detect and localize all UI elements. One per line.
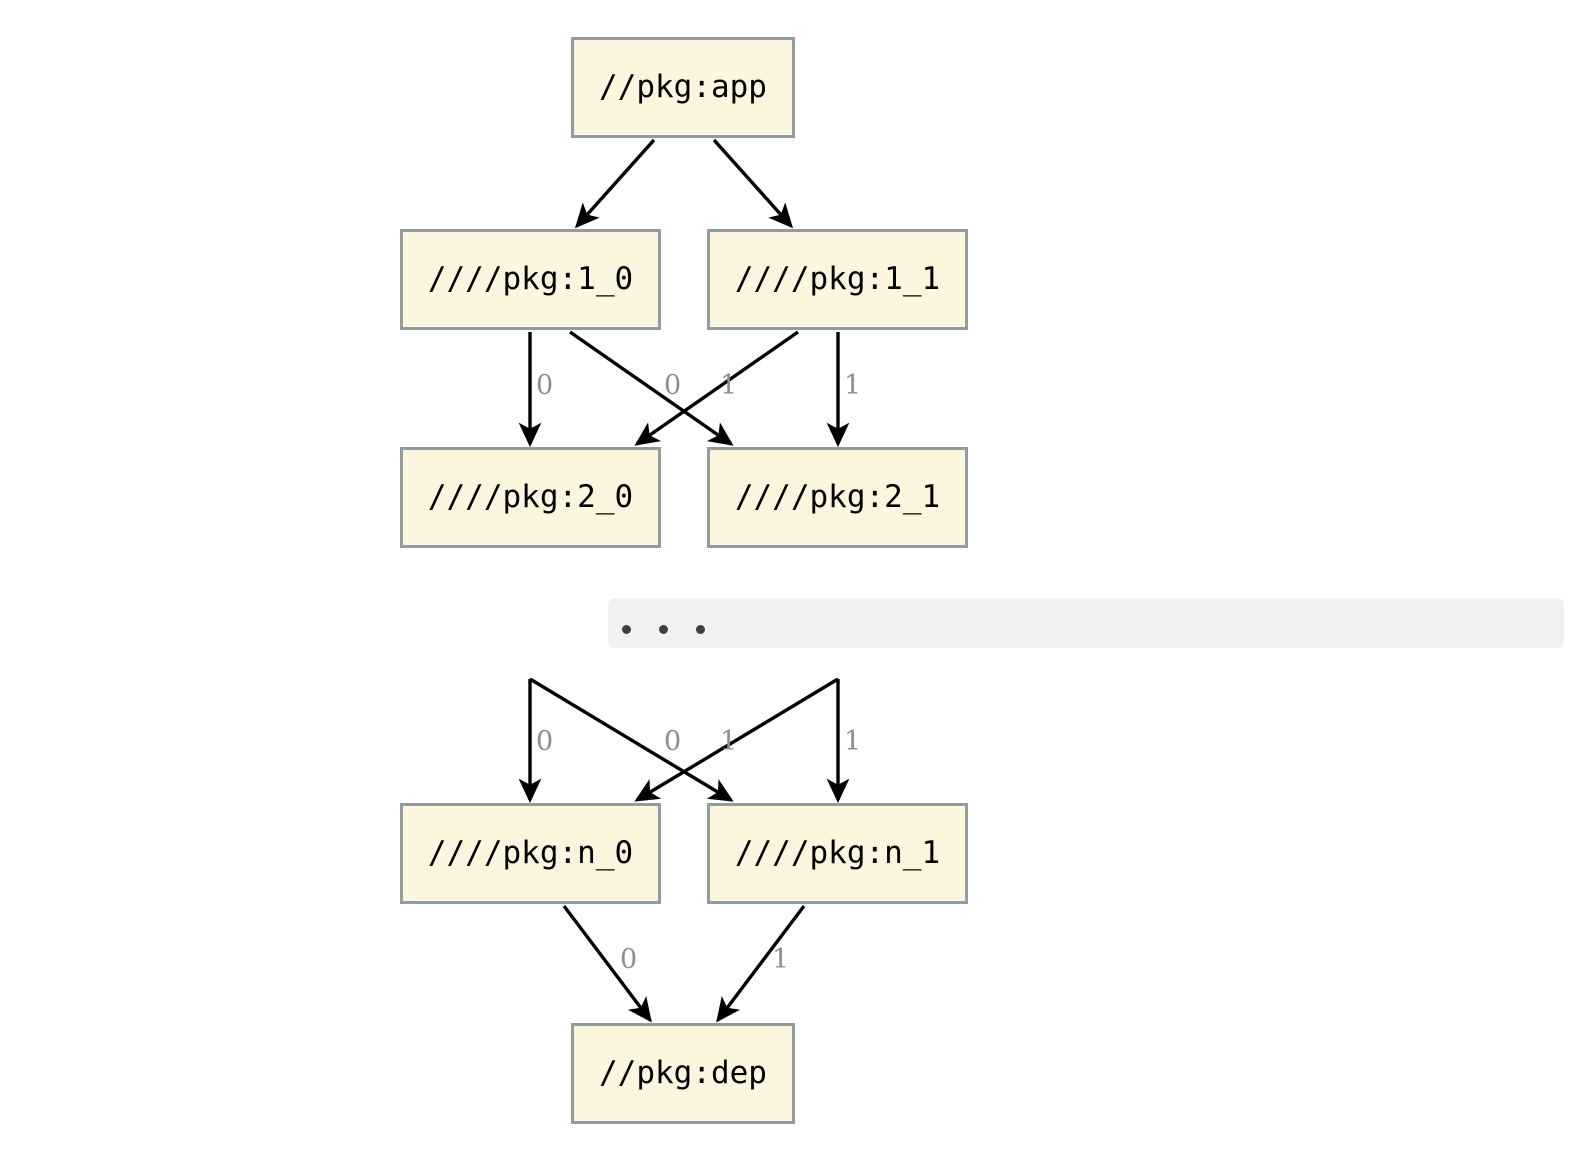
node-n2_1[interactable]: ////pkg:2_1 bbox=[707, 447, 968, 548]
ellipsis-dot bbox=[696, 625, 705, 634]
node-label: //pkg:dep bbox=[599, 1055, 767, 1091]
ellipsis-dot bbox=[659, 625, 668, 634]
edge-label: 1 bbox=[772, 944, 790, 975]
edge-app-to-n1_1 bbox=[712, 138, 794, 229]
edge-label: 0 bbox=[536, 370, 554, 401]
edge-n1_1-to-n2_0 bbox=[634, 330, 799, 446]
node-nn_1[interactable]: ////pkg:n_1 bbox=[707, 803, 968, 904]
node-label: ////pkg:1_0 bbox=[427, 261, 634, 297]
edge-app-to-n1_0 bbox=[574, 138, 656, 229]
ellipsis-separator bbox=[608, 598, 1564, 648]
node-label: //pkg:app bbox=[599, 69, 767, 105]
node-app[interactable]: //pkg:app bbox=[571, 37, 795, 138]
edge-label: 1 bbox=[720, 726, 738, 757]
node-label: ////pkg:n_1 bbox=[734, 835, 941, 871]
ellipsis-dot bbox=[622, 625, 631, 634]
edge-label: 1 bbox=[844, 726, 862, 757]
edge-n1_0-to-n2_1 bbox=[569, 330, 734, 446]
edge-nn_1-to-dep bbox=[716, 904, 806, 1023]
node-n2_0[interactable]: ////pkg:2_0 bbox=[400, 447, 661, 548]
edge-label: 0 bbox=[664, 370, 682, 401]
node-n1_1[interactable]: ////pkg:1_1 bbox=[707, 229, 968, 330]
node-label: ////pkg:n_0 bbox=[427, 835, 634, 871]
edge-label: 0 bbox=[536, 726, 554, 757]
edge-label: 1 bbox=[720, 370, 738, 401]
node-nn_0[interactable]: ////pkg:n_0 bbox=[400, 803, 661, 904]
node-label: ////pkg:1_1 bbox=[734, 261, 941, 297]
edge-label: 0 bbox=[620, 944, 638, 975]
edge-src-to-nn_1 bbox=[529, 677, 734, 802]
ellipsis-dots bbox=[622, 625, 733, 634]
node-n1_0[interactable]: ////pkg:1_0 bbox=[400, 229, 661, 330]
node-label: ////pkg:2_0 bbox=[427, 479, 634, 515]
node-label: ////pkg:2_1 bbox=[734, 479, 941, 515]
edge-label: 1 bbox=[844, 370, 862, 401]
node-dep[interactable]: //pkg:dep bbox=[571, 1023, 795, 1124]
edge-label: 0 bbox=[664, 726, 682, 757]
